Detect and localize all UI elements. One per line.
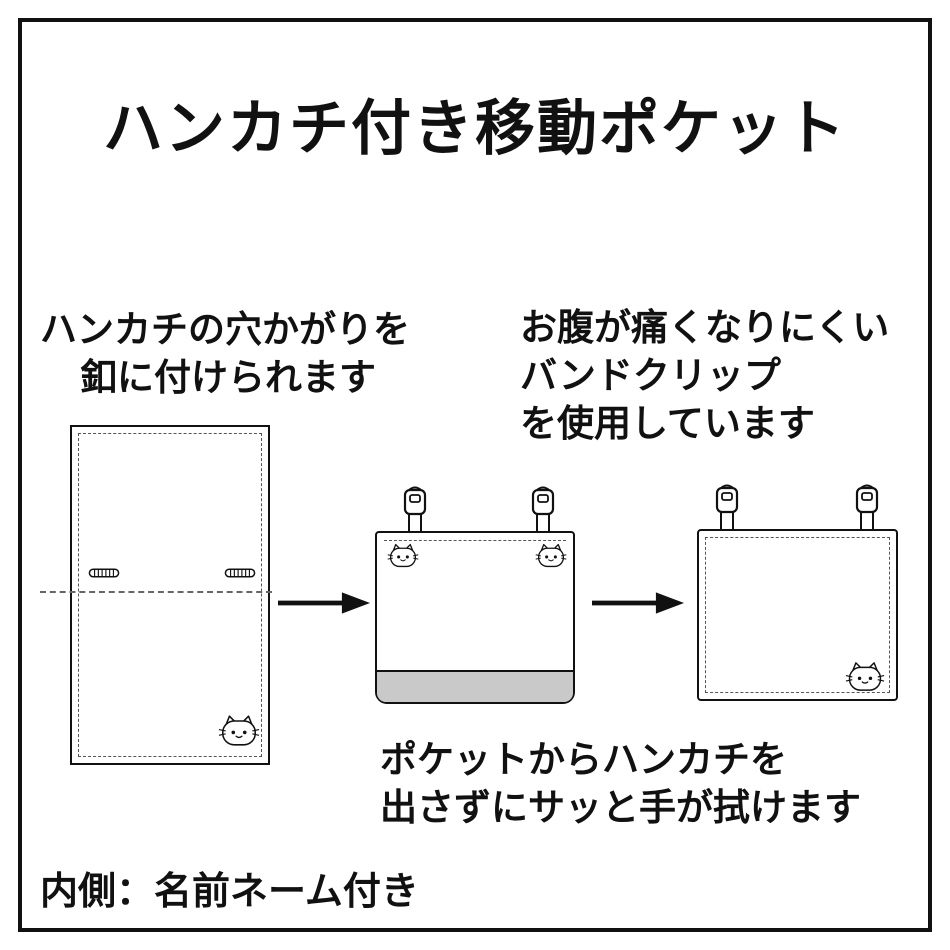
stitch-line — [384, 540, 566, 541]
stitch-line — [78, 433, 262, 757]
arrow-right-icon — [278, 592, 370, 614]
pocket-band — [377, 670, 573, 702]
outer-frame — [18, 18, 932, 932]
note-wipe-line1: ポケットからハンカチを — [380, 739, 787, 780]
note-buttonhole-line1: ハンカチの穴かがりを — [40, 309, 410, 350]
cat-face-icon — [845, 662, 885, 691]
cat-face-icon — [218, 715, 260, 746]
buttonhole-icon — [88, 568, 120, 578]
page-title: ハンカチ付き移動ポケット — [103, 95, 847, 162]
note-buttonhole-line2: 釦に付けられます — [80, 357, 376, 398]
pocket-front-diagram — [375, 531, 575, 704]
pocket-back-diagram — [697, 529, 898, 701]
cat-face-icon — [387, 543, 419, 568]
footer-note: 内側：名前ネーム付き — [40, 871, 419, 913]
stitch-line — [705, 537, 890, 693]
band-clip-icon — [531, 486, 555, 536]
fold-line — [40, 591, 272, 593]
buttonhole-icon — [224, 568, 256, 578]
note-bandclip: お腹が痛くなりにくい バンドクリップ を使用しています — [520, 304, 889, 448]
band-clip-icon — [403, 486, 427, 536]
handkerchief-diagram — [70, 425, 270, 765]
note-wipe-line2: 出さずにサッと手が拭けます — [380, 787, 861, 828]
note-bandclip-line2: バンドクリップ — [520, 355, 781, 396]
note-bandclip-line3: を使用しています — [520, 403, 815, 444]
band-clip-icon — [715, 484, 739, 534]
arrow-right-icon — [592, 592, 684, 614]
band-clip-icon — [855, 484, 879, 534]
note-wipe: ポケットからハンカチを 出さずにサッと手が拭けます — [380, 736, 861, 832]
cat-face-icon — [535, 543, 567, 568]
note-buttonhole: ハンカチの穴かがりを 釦に付けられます — [40, 306, 410, 402]
note-bandclip-line1: お腹が痛くなりにくい — [520, 307, 890, 348]
